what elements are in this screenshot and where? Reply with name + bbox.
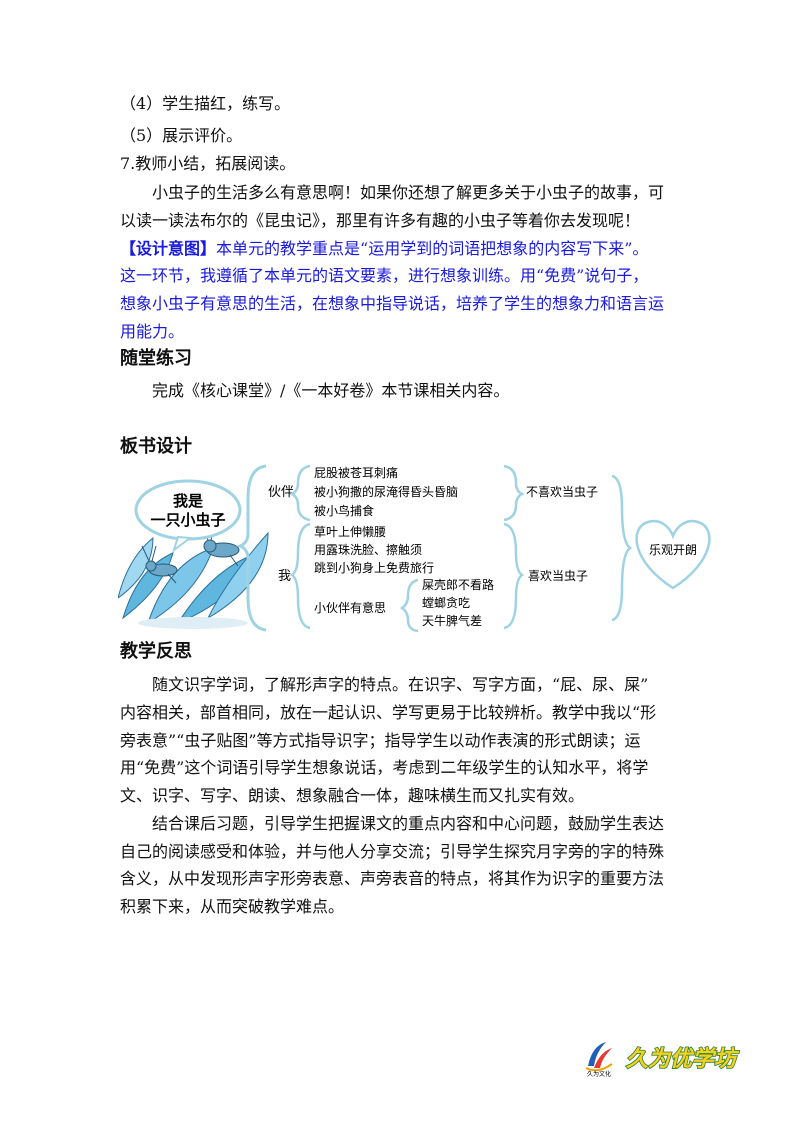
speech-bubble: 我是 一只小虫子 bbox=[134, 479, 242, 553]
design-intent-line: 这一环节，我遵循了本单元的语文要素，进行想象训练。用“免费”说句子， bbox=[120, 266, 649, 285]
company-logo: 久为文化 久为优学坊 bbox=[585, 1042, 741, 1078]
reflection-line: 含义，从中发现形声字形旁表意、声旁表音的特点，将其作为识字的重要方法 bbox=[120, 869, 665, 888]
design-intent-line: 用能力。 bbox=[120, 322, 185, 341]
heart-icon bbox=[635, 519, 711, 590]
friends-label: 小伙伴有意思 bbox=[314, 600, 386, 615]
me-brace bbox=[289, 522, 311, 630]
bubble-line-1: 我是 bbox=[173, 492, 204, 510]
friends-item: 天牛脾气差 bbox=[422, 613, 482, 628]
friends-brace bbox=[399, 578, 419, 633]
practice-text: 完成《核心课堂》/《一本好卷》本节课相关内容。 bbox=[152, 381, 510, 400]
practice-heading: 随堂练习 bbox=[120, 348, 192, 369]
main-brace bbox=[235, 464, 267, 632]
logo-company-name: 久为文化 bbox=[587, 1070, 611, 1078]
partner-label: 伙伴 bbox=[268, 485, 294, 500]
board-design-diagram: 我是 一只小虫子 伙伴 屁股被苍耳刺痛 被小狗撒的尿淹得昏头昏脑 被小鸟捕食 不… bbox=[118, 464, 711, 633]
partner-brace bbox=[289, 464, 311, 522]
me-result: 喜欢当虫子 bbox=[528, 568, 588, 583]
partner-right-brace bbox=[503, 464, 525, 522]
leaf-illustration bbox=[118, 531, 269, 629]
design-intent-line: 【设计意图】本单元的教学重点是“运用学到的词语把想象的内容写下来”。 bbox=[120, 238, 648, 260]
reflection-line: 结合课后习题，引导学生把握课文的重点内容和中心问题，鼓励学生表达 bbox=[152, 814, 665, 833]
reflection-heading: 教学反思 bbox=[120, 641, 192, 662]
step-5-text: （5）展示评价。 bbox=[120, 126, 243, 145]
reflection-line: 旁表意”“虫子贴图”等方式指导识字；指导学生以动作表演的形式朗读；运 bbox=[120, 731, 641, 750]
swoosh-icon bbox=[585, 1042, 613, 1072]
reflection-line: 用“免费”这个词语引导学生想象说话，考虑到二年级学生的认知水平，将学 bbox=[120, 758, 649, 777]
me-label: 我 bbox=[278, 569, 291, 584]
paragraph-line: 小虫子的生活多么有意思啊！如果你还想了解更多关于小虫子的故事，可 bbox=[152, 183, 665, 202]
reflection-line: 文、识字、写字、朗读、想象融合一体，趣味横生而又扎实有效。 bbox=[120, 786, 585, 805]
reflection-line: 积累下来，从而突破教学难点。 bbox=[120, 897, 345, 916]
partner-item: 被小鸟捕食 bbox=[314, 503, 374, 518]
logo-brand-text: 久为优学坊 bbox=[626, 1046, 740, 1072]
heart-text: 乐观开朗 bbox=[649, 543, 697, 557]
me-item: 用露珠洗脸、擦触须 bbox=[314, 543, 422, 557]
design-intent-tag: 【设计意图】 bbox=[120, 239, 217, 258]
me-right-brace bbox=[503, 522, 525, 630]
reflection-line: 内容相关，部首相同，放在一起认识、学写更易于比较辨析。教学中我以“形 bbox=[120, 703, 657, 722]
board-heading: 板书设计 bbox=[120, 436, 192, 457]
partner-item: 被小狗撒的尿淹得昏头昏脑 bbox=[314, 484, 458, 499]
friends-item: 屎壳郎不看路 bbox=[422, 577, 494, 592]
result-brace bbox=[611, 474, 633, 622]
reflection-line: 随文识字学词，了解形声字的特点。在识字、写字方面，“屁、尿、屎” bbox=[152, 675, 649, 694]
design-intent-text: 本单元的教学重点是“运用学到的词语把想象的内容写下来”。 bbox=[216, 239, 649, 258]
step-7-text: 7.教师小结，拓展阅读。 bbox=[120, 154, 296, 173]
cricket-icon bbox=[199, 523, 240, 567]
step-4-text: （4）学生描红，练写。 bbox=[120, 94, 291, 113]
paragraph-line: 以读一读法布尔的《昆虫记》，那里有许多有趣的小虫子等着你去发现呢！ bbox=[120, 211, 641, 230]
partner-item: 屁股被苍耳刺痛 bbox=[314, 465, 398, 480]
reflection-line: 自己的阅读感受和体验，并与他人分享交流；引导学生探究月字旁的字的特殊 bbox=[120, 842, 665, 861]
friends-item: 螳螂贪吃 bbox=[422, 595, 470, 610]
design-intent-line: 想象小虫子有意思的生活，在想象中指导说话，培养了学生的想象力和语言运 bbox=[120, 294, 665, 313]
me-item: 草叶上伸懒腰 bbox=[314, 525, 386, 539]
bubble-line-2: 一只小虫子 bbox=[150, 511, 225, 529]
partner-result: 不喜欢当虫子 bbox=[526, 484, 598, 499]
me-item: 跳到小狗身上免费旅行 bbox=[314, 560, 434, 575]
cricket-icon bbox=[141, 545, 178, 584]
